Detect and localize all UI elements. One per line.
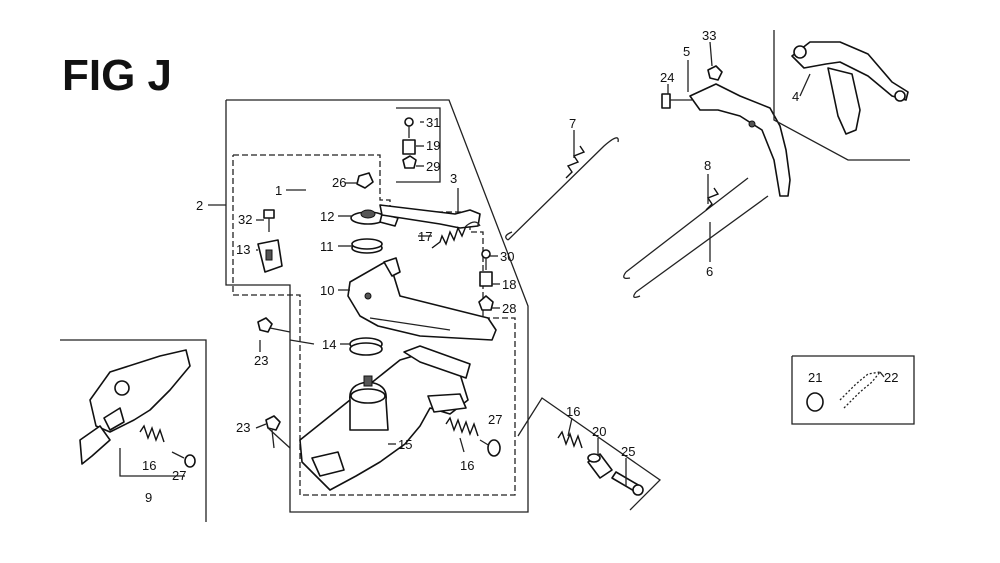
group-box-16-20-25: [517, 397, 662, 511]
part-19-collar: [402, 139, 416, 155]
callout-18: 18: [502, 277, 516, 292]
assembly-boundary-outer: [225, 99, 529, 513]
part-30-bolt: [481, 249, 491, 270]
callout-3: 3: [450, 171, 457, 186]
part-31-bolt: [404, 117, 414, 138]
callout-13: 13: [236, 242, 250, 257]
inset-box-21-22: [791, 355, 915, 425]
inset-box-upper-right: [773, 30, 910, 161]
part-16-spring-right: [557, 430, 583, 449]
part-25-pin: [611, 471, 644, 496]
leader-lines: [208, 41, 885, 486]
callout-25: 25: [621, 444, 635, 459]
part-22-chain: [839, 371, 881, 409]
callout-14: 14: [322, 337, 336, 352]
callout-27-center: 27: [488, 412, 502, 427]
callout-2: 2: [196, 198, 203, 213]
part-32-bolt: [263, 209, 275, 232]
part-23-bolt-upper: [257, 317, 291, 333]
part-18-collar: [479, 271, 493, 287]
callout-16-left: 16: [142, 458, 156, 473]
callout-10: 10: [320, 283, 334, 298]
bracket-9: [119, 448, 185, 477]
callout-6: 6: [706, 264, 713, 279]
part-16-spring-center: [445, 416, 479, 437]
callout-28: 28: [502, 301, 516, 316]
callout-5: 5: [683, 44, 690, 59]
part-5-lever-arm: [689, 83, 791, 197]
callout-27-left: 27: [172, 468, 186, 483]
callout-23-upper: 23: [254, 353, 268, 368]
callout-31: 31: [426, 115, 440, 130]
part-3-lever: [379, 204, 481, 229]
callout-numbers: 1 2 3 4 5 6 7 8 9 10 11 12 13 14 15 16 1…: [142, 28, 898, 505]
part-9-assembly: [79, 349, 191, 465]
part-15-bracket: [299, 345, 471, 491]
part-26-nut: [356, 172, 374, 189]
part-20-collar: [587, 453, 613, 479]
part-21-clip: [806, 392, 824, 412]
part-13-plate: [257, 239, 283, 273]
part-16-spring-left: [139, 424, 165, 443]
callout-8: 8: [704, 158, 711, 173]
part-28-nut: [478, 295, 494, 311]
callout-33: 33: [702, 28, 716, 43]
part-27-bolt-left: [171, 451, 196, 468]
callout-19: 19: [426, 138, 440, 153]
part-8-rod: [623, 177, 749, 280]
callout-29: 29: [426, 159, 440, 174]
callout-11: 11: [320, 239, 334, 254]
part-10-lever: [347, 257, 497, 341]
callout-20: 20: [592, 424, 606, 439]
callout-9: 9: [145, 490, 152, 505]
callout-12: 12: [320, 209, 334, 224]
part-7-rod: [505, 137, 619, 241]
callout-24: 24: [660, 70, 674, 85]
callout-4: 4: [792, 89, 799, 104]
callout-32: 32: [238, 212, 252, 227]
part-24-bolt: [661, 93, 692, 109]
callout-16-right: 16: [566, 404, 580, 419]
part-29-nut: [402, 155, 417, 169]
group-box-31-29: [396, 107, 441, 183]
part-17-spring: [431, 221, 481, 249]
part-23-bolt-lower: [265, 415, 281, 449]
part-14-washer: [349, 337, 383, 356]
callout-21: 21: [808, 370, 822, 385]
callout-17: 17: [418, 229, 432, 244]
part-33-nut: [707, 65, 723, 81]
callout-1: 1: [275, 183, 282, 198]
part-11-washer: [351, 238, 383, 254]
figure-title: FIG J: [62, 51, 172, 100]
callout-30: 30: [500, 249, 514, 264]
assembly-boundary-inner: [232, 154, 516, 496]
callout-22: 22: [884, 370, 898, 385]
part-4-lever: [791, 41, 909, 135]
callout-26: 26: [332, 175, 346, 190]
callout-23-lower: 23: [236, 420, 250, 435]
part-6-rod: [633, 195, 769, 298]
inset-box-left: [60, 339, 207, 522]
part-27-bolt-center: [479, 439, 501, 457]
callout-16-center: 16: [460, 458, 474, 473]
callout-15: 15: [398, 437, 412, 452]
callout-7: 7: [569, 116, 576, 131]
